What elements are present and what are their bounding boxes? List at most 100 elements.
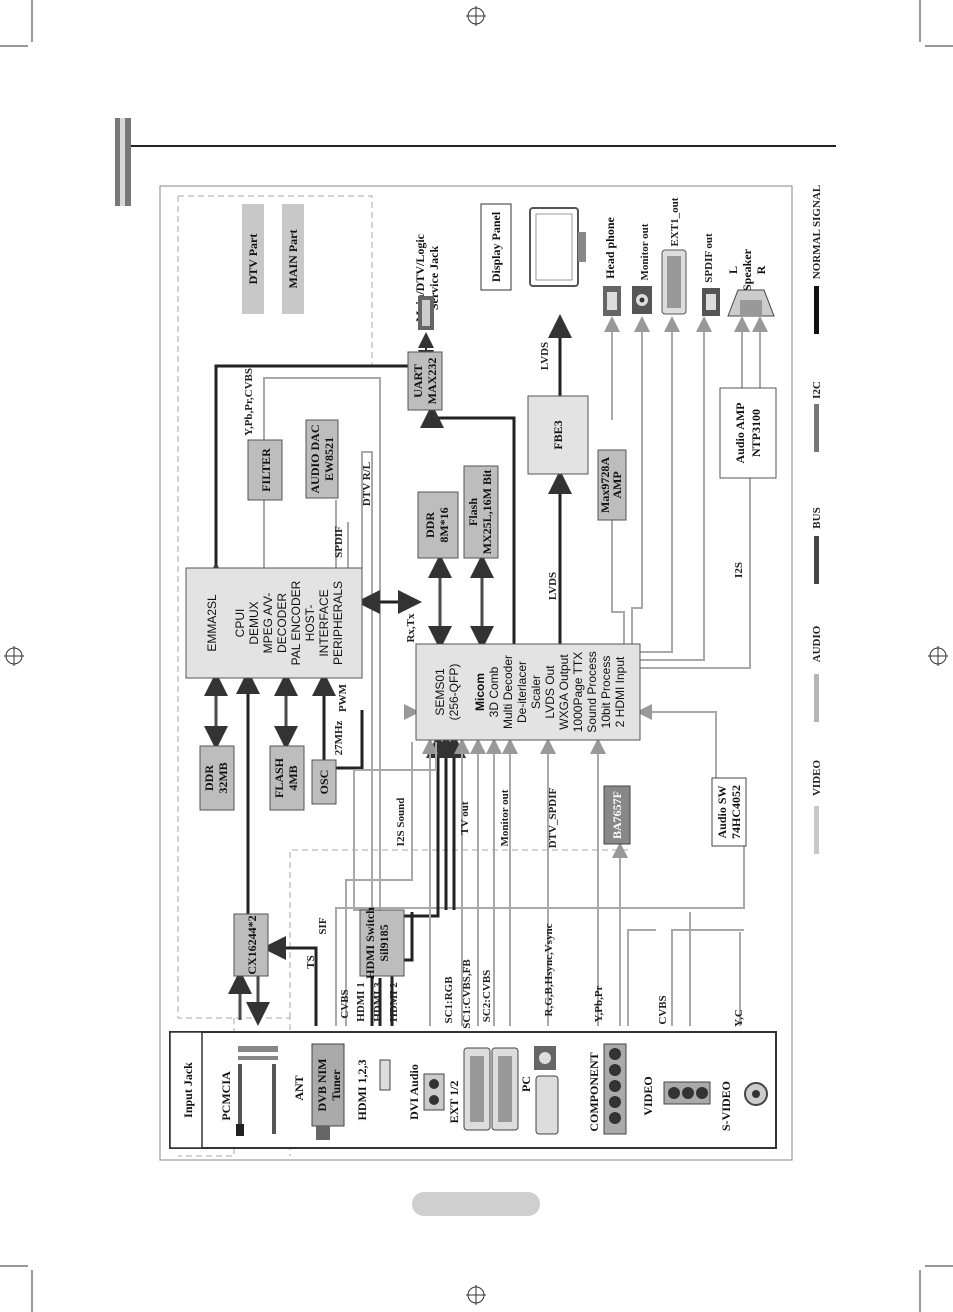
- legend-bus: BUS: [811, 507, 823, 528]
- rx-tx-label: Rx,Tx: [405, 613, 417, 643]
- dvi-audio-jack-icon: [423, 1073, 445, 1111]
- sems-feature: WXGA Output: [557, 654, 571, 730]
- yc-label: Y,C: [733, 1009, 745, 1027]
- ant-label: ANT: [292, 1075, 306, 1100]
- sems-feature: LVDS Out: [543, 665, 557, 719]
- uart-max232-block: [407, 351, 443, 411]
- hdmi-switch-label: HDMI Switch: [363, 907, 377, 979]
- display-panel-label: Display Panel: [489, 211, 503, 282]
- monitor-out-jack-icon: [632, 286, 652, 314]
- emma-feature: MPEG A/V-: [261, 593, 275, 654]
- rgb-hsync-vsync-label: R,G,B,Hsync,Vsync: [543, 923, 555, 1016]
- video-jacks-icon: [663, 1081, 711, 1105]
- cvbs2-label: CVBS: [657, 995, 669, 1024]
- 27mhz-label: 27MHz: [333, 720, 345, 755]
- flash-4-label: FLASH: [272, 757, 286, 798]
- emma-feature: PERIPHERALS: [331, 581, 345, 665]
- hdmi1-label: HDMI 1: [355, 982, 367, 1021]
- audio-sw-label: Audio SW: [715, 785, 729, 838]
- head-phone-label: Head phone: [603, 216, 617, 278]
- audio-dac-label: AUDIO DAC: [308, 425, 322, 494]
- legend-audio: AUDIO: [811, 625, 823, 662]
- hdmi3-label: HDMI 3: [372, 982, 384, 1022]
- ddr-32-label: DDR: [202, 765, 216, 791]
- sc1-cvbs-fb-label: SC1:CVBS,FB: [461, 959, 473, 1029]
- lvds-mid-label: LVDS: [547, 572, 559, 600]
- sems-feature: Scaler: [529, 675, 543, 709]
- ddr-8m16-block: [417, 491, 459, 559]
- legend-normal-signal: NORMAL SIGNAL: [811, 185, 823, 279]
- 74hc4052-label: 74HC4052: [729, 785, 743, 839]
- osc-label: OSC: [317, 770, 331, 795]
- service-jack-label-2: Service Jack: [427, 246, 441, 311]
- sems-line: SEMS01: [433, 668, 447, 716]
- ew8521-label: EW8521: [322, 437, 336, 481]
- filter-label: FILTER: [259, 448, 273, 492]
- max9728-amp-block: [597, 449, 627, 521]
- tv-out-label: TV out: [459, 801, 471, 834]
- monitor-out-mid-label: Monitor out: [499, 789, 511, 846]
- spdif-label: SPDIF: [333, 526, 345, 558]
- audio-amp-block: [719, 387, 777, 479]
- dtv-part-label-box: [242, 204, 264, 314]
- sems-line: (256-QFP): [447, 664, 461, 721]
- speaker-icon: [727, 289, 775, 317]
- emma2sl-block: [185, 567, 363, 679]
- sems-feature: 1000Page TTX: [571, 652, 585, 733]
- dtv-spdif-label: DTV_SPDIF: [547, 787, 559, 848]
- max9728-label: Max9728A: [598, 457, 612, 513]
- osc-block: [311, 759, 337, 805]
- hdmi-123-label: HDMI 1,2,3: [355, 1060, 369, 1121]
- cx16244-block: [233, 913, 269, 977]
- fbe3-label: FBE3: [551, 420, 565, 449]
- sems01-block: [415, 643, 641, 741]
- flash-mx25l-block: [463, 465, 499, 559]
- sc2-cvbs-label: SC2:CVBS: [481, 970, 493, 1023]
- tuner-label-1: DVB NIM: [315, 1059, 329, 1112]
- pc-dsub-icon: [534, 1046, 559, 1135]
- display-panel-box: [480, 203, 512, 291]
- sems-feature: Sound Process: [585, 651, 599, 732]
- audio-amp-label: Audio AMP: [733, 402, 747, 463]
- scart-output-icon: [661, 249, 687, 315]
- main-part-label: MAIN Part: [286, 230, 300, 289]
- ddr-8m-label: DDR: [423, 512, 437, 538]
- sems-feature: 2 HDMI Input: [613, 656, 627, 727]
- i2s-sound-label: I2S Sound: [395, 798, 407, 847]
- legend-video: VIDEO: [811, 760, 823, 797]
- display-monitor-icon: [529, 207, 586, 287]
- emma-feature: HOST-: [303, 605, 317, 642]
- flash-4mb-block: [269, 745, 305, 811]
- diagram-frame: [159, 185, 793, 1161]
- speaker-label: Speaker: [740, 248, 754, 291]
- headphone-jack-icon: [603, 286, 621, 316]
- hdmi-switch-block: [359, 909, 405, 977]
- ddr-32mb-block: [199, 745, 235, 811]
- ddr-32mb-label: 32MB: [216, 762, 230, 793]
- emma-feature: PAL ENCODER: [289, 580, 303, 665]
- sc1-rgb-label: SC1:RGB: [443, 976, 455, 1024]
- monitor-out-label: Monitor out: [639, 223, 651, 280]
- lvds-top-label: LVDS: [539, 342, 551, 370]
- filter-block: [247, 439, 283, 501]
- dtv-part-label: DTV Part: [246, 234, 260, 285]
- sems-feature: Multi Decoder: [501, 655, 515, 729]
- sems-feature: 3D Comb: [487, 666, 501, 717]
- emma-feature: DEMUX: [247, 601, 261, 644]
- tuner-label-2: Tuner: [329, 1069, 343, 1101]
- sems01-text: SEMS01 (256-QFP) Micom 3D Comb Multi Dec…: [433, 651, 627, 732]
- speaker-l-label: L: [726, 266, 740, 274]
- emma-feature: INTERFACE: [317, 589, 331, 656]
- legend: NORMAL SIGNAL I2C BUS AUDIO VIDEO: [811, 185, 823, 854]
- uart-label: UART: [411, 364, 425, 398]
- hdmi2-label: HDMI 2: [388, 982, 400, 1022]
- pwm-label: PWM: [337, 683, 349, 712]
- audio-sw-block: [711, 777, 747, 847]
- pcmcia-label: PCMCIA: [219, 1071, 233, 1121]
- ddr-8m16-label: 8M*16: [437, 507, 451, 542]
- ext12-label: EXT 1/2: [447, 1081, 461, 1124]
- spdif-out-label: SPDIF out: [703, 233, 715, 283]
- dtv-rl-label: DTV R/L: [361, 462, 373, 506]
- ba7657f-block: [603, 785, 631, 845]
